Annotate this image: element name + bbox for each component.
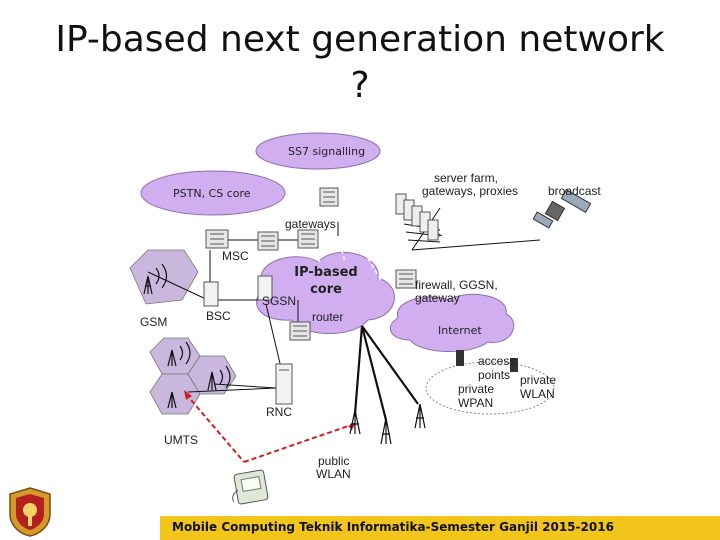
private-wpan-label-line2: WPAN	[458, 396, 494, 410]
access-points-label-line1: access	[478, 354, 516, 368]
slide-title-line2: ?	[350, 65, 370, 106]
private-wlan-label-line2: WLAN	[520, 387, 555, 401]
handover-links	[185, 393, 355, 463]
slide-title-line1: IP-based next generation network	[55, 19, 665, 60]
broadcast-satellite-icon	[532, 188, 592, 229]
gsm-antenna-icon	[143, 263, 168, 295]
rnc-device	[275, 363, 293, 405]
gsm-label: GSM	[140, 315, 168, 329]
gsm-cell	[129, 249, 199, 305]
server-farm-label-line2: gateways, proxies	[422, 184, 519, 198]
rnc-label: RNC	[266, 405, 292, 419]
gateway-device-2	[297, 229, 319, 249]
public-wlan-antenna-icons	[349, 403, 426, 445]
ip-based-core-cloud	[256, 251, 395, 334]
server-farm-label-line1: server farm,	[434, 171, 499, 185]
access-point-icons	[456, 350, 518, 372]
msc-device	[205, 229, 229, 249]
firewall-label-line1: firewall, GGSN,	[415, 278, 498, 292]
ip-core-label-line2: core	[310, 282, 342, 297]
gateways-label: gateways	[285, 217, 336, 231]
footer-text: Mobile Computing Teknik Informatika-Seme…	[172, 520, 614, 534]
ip-based-core-label: IP-based core	[294, 264, 358, 298]
msc-label: MSC	[222, 249, 249, 263]
broadcast-label: broadcast	[548, 184, 601, 198]
router-label: router	[312, 310, 344, 324]
gateway-device-1	[257, 231, 279, 251]
router-device	[289, 321, 311, 341]
access-points-label-line2: points	[478, 368, 511, 382]
ss7-signalling-label: SS7 signalling	[288, 145, 366, 158]
server-farm-icon	[395, 193, 439, 241]
bsc-label: BSC	[206, 309, 231, 323]
mobile-terminal-icon	[232, 469, 269, 505]
umts-antenna-icons	[167, 341, 231, 409]
private-wlan-label-line1: private	[520, 373, 557, 387]
public-wlan-label-line2: WLAN	[316, 467, 351, 481]
footer-bar: Mobile Computing Teknik Informatika-Seme…	[160, 516, 720, 540]
ip-core-label-line1: IP-based	[294, 265, 358, 280]
internet-label: Internet	[438, 324, 482, 337]
pstn-cs-core-label: PSTN, CS core	[173, 187, 251, 200]
public-wlan-label-line1: public	[318, 454, 350, 468]
wlan-uplinks	[353, 325, 419, 421]
firewall-device	[395, 269, 417, 289]
sgsn-device	[257, 275, 273, 301]
bsc-device	[203, 281, 219, 307]
sgsn-label: SGSN	[262, 294, 297, 308]
internet-cloud	[389, 293, 515, 352]
firewall-label-line2: gateway	[415, 291, 460, 305]
pstn-gateway-device	[319, 187, 339, 207]
private-network-boundary	[425, 361, 555, 415]
university-logo	[9, 487, 51, 537]
ip-core-links	[299, 212, 383, 283]
umts-label: UMTS	[164, 433, 198, 447]
pstn-cs-core-cloud	[140, 170, 286, 216]
private-wpan-label-line1: private	[458, 382, 495, 396]
ss7-signalling-cloud	[255, 132, 381, 170]
